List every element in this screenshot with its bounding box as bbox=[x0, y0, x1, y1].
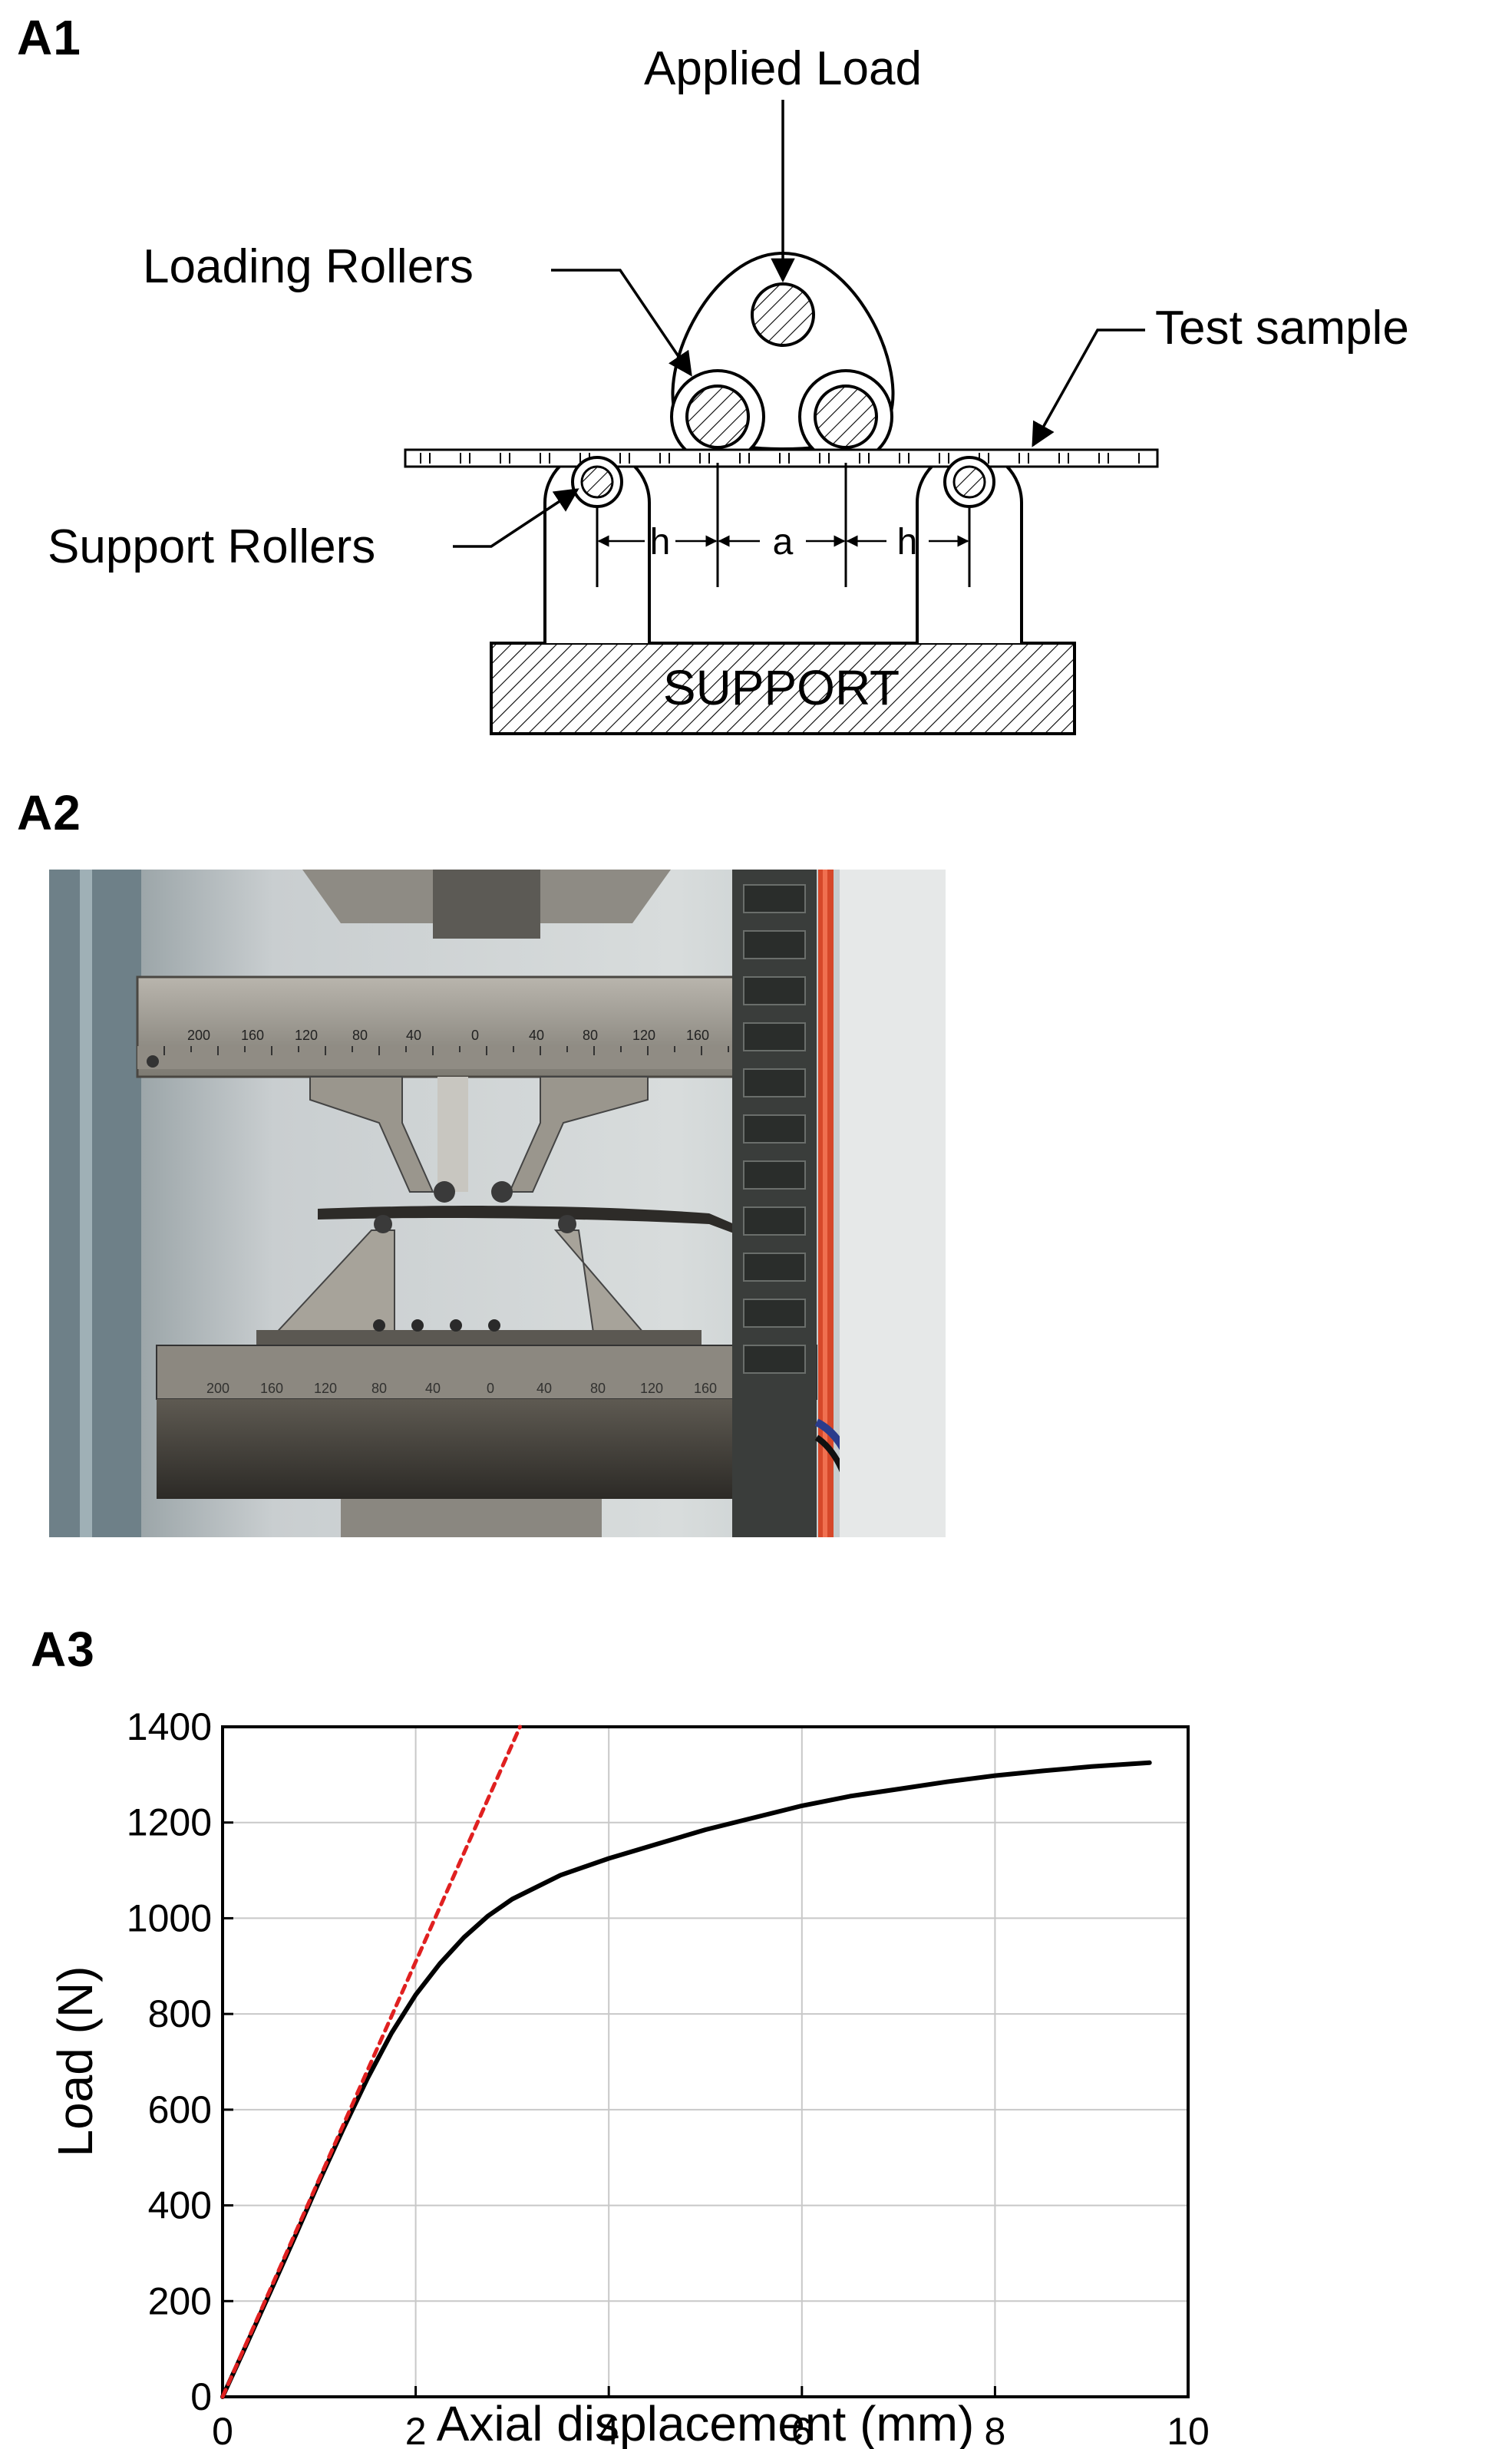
svg-text:80: 80 bbox=[583, 1028, 598, 1043]
load-displacement-chart: 0 2 4 6 8 10 0 200 400 600 800 1000 1200 1400 Axial … bbox=[48, 1705, 1210, 2449]
svg-text:120: 120 bbox=[295, 1028, 318, 1043]
support-rollers-label: Support Rollers bbox=[48, 520, 375, 573]
dim-h-right: h bbox=[897, 522, 918, 563]
y-tick-label: 800 bbox=[148, 1992, 212, 2035]
test-sample-arrow bbox=[1032, 328, 1145, 447]
svg-text:0: 0 bbox=[487, 1381, 494, 1396]
svg-text:200: 200 bbox=[187, 1028, 210, 1043]
panel-a3-label: A3 bbox=[31, 1622, 95, 1677]
y-tick-label: 1000 bbox=[127, 1896, 212, 1939]
y-tick-label: 0 bbox=[190, 2375, 212, 2418]
svg-text:120: 120 bbox=[632, 1028, 655, 1043]
panel-a1-label: A1 bbox=[17, 10, 81, 65]
x-tick-label: 4 bbox=[598, 2410, 619, 2449]
left-loading-roller bbox=[685, 385, 750, 449]
load-test-schematic: SUPPORT h a h Applied Load Loading Rolle… bbox=[48, 42, 1409, 735]
support-rollers-arrow bbox=[453, 488, 579, 548]
x-tick-label: 0 bbox=[212, 2410, 233, 2449]
y-axis-label: Load (N) bbox=[48, 1966, 103, 2157]
x-axis-label: Axial displacement (mm) bbox=[437, 2396, 975, 2449]
svg-text:160: 160 bbox=[686, 1028, 709, 1043]
linear-fit-dashed-line bbox=[220, 1725, 522, 2399]
panel-a2-label: A2 bbox=[17, 785, 81, 840]
support-block bbox=[490, 642, 1076, 735]
y-tick-label: 600 bbox=[148, 2088, 212, 2131]
svg-text:40: 40 bbox=[536, 1381, 552, 1396]
specimen bbox=[318, 1206, 767, 1246]
loading-rollers-arrow bbox=[551, 269, 692, 377]
svg-text:40: 40 bbox=[406, 1028, 421, 1043]
svg-text:80: 80 bbox=[371, 1381, 387, 1396]
test-rig-photo: 200 160 120 80 40 0 40 80 120 160 200 20… bbox=[49, 870, 946, 1537]
svg-text:160: 160 bbox=[241, 1028, 264, 1043]
support-label: SUPPORT bbox=[663, 660, 900, 715]
right-loading-roller bbox=[814, 385, 878, 449]
y-tick-label: 200 bbox=[148, 2279, 212, 2322]
y-tick-label: 1200 bbox=[127, 1801, 212, 1844]
y-tick-label: 400 bbox=[148, 2184, 212, 2227]
applied-load-roller bbox=[751, 282, 815, 347]
chart-grid bbox=[222, 1726, 1189, 2398]
svg-text:160: 160 bbox=[260, 1381, 283, 1396]
y-ticks: 0 200 400 600 800 1000 1200 1400 bbox=[127, 1705, 233, 2418]
x-ticks: 0 2 4 6 8 10 bbox=[212, 2386, 1210, 2449]
dim-a: a bbox=[773, 522, 794, 563]
svg-text:200: 200 bbox=[206, 1381, 229, 1396]
test-sample-label: Test sample bbox=[1155, 302, 1409, 355]
chart-series bbox=[220, 1725, 1152, 2399]
test-sample bbox=[404, 448, 1159, 468]
x-tick-label: 8 bbox=[984, 2410, 1005, 2449]
svg-text:120: 120 bbox=[314, 1381, 337, 1396]
left-support-roller bbox=[580, 465, 614, 499]
svg-text:80: 80 bbox=[590, 1381, 606, 1396]
load-curve-line bbox=[220, 1760, 1152, 2399]
y-tick-label: 1400 bbox=[127, 1705, 212, 1748]
svg-text:160: 160 bbox=[694, 1381, 717, 1396]
svg-text:0: 0 bbox=[471, 1028, 479, 1043]
right-support-roller bbox=[952, 465, 986, 499]
svg-text:80: 80 bbox=[352, 1028, 368, 1043]
x-tick-label: 6 bbox=[791, 2410, 813, 2449]
x-tick-label: 2 bbox=[405, 2410, 427, 2449]
plot-frame bbox=[221, 1725, 1190, 2398]
applied-load-label: Applied Load bbox=[644, 42, 922, 95]
svg-text:40: 40 bbox=[425, 1381, 441, 1396]
dim-h-left: h bbox=[650, 522, 671, 563]
x-tick-label: 10 bbox=[1167, 2410, 1210, 2449]
loading-rollers-label: Loading Rollers bbox=[143, 240, 474, 293]
svg-text:120: 120 bbox=[640, 1381, 663, 1396]
svg-text:40: 40 bbox=[529, 1028, 544, 1043]
